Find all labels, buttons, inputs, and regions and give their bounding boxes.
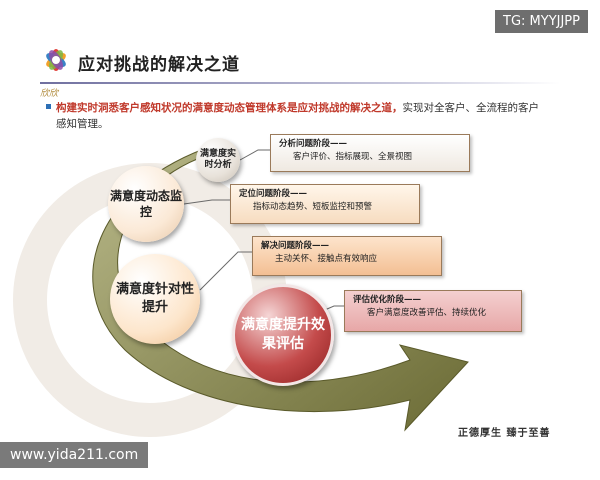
company-logo <box>46 49 66 71</box>
stage-box-title: 定位问题阶段—— <box>239 189 308 199</box>
title-divider <box>40 82 560 84</box>
connector-3 <box>199 251 252 291</box>
stage-box-title: 分析问题阶段—— <box>279 139 348 149</box>
bullet-icon <box>46 104 51 109</box>
stage-box-title: 评估优化阶段—— <box>353 295 422 305</box>
stage-box-title: 解决问题阶段—— <box>261 241 330 251</box>
connector-2 <box>183 199 230 205</box>
stage-box-desc: 客户满意度改善评估、持续优化 <box>367 308 487 318</box>
stage-box-solve: 解决问题阶段—— 主动关怀、接触点有效响应 <box>252 236 442 276</box>
stage-box-desc: 主动关怀、接触点有效响应 <box>275 254 378 264</box>
stage-circle-effect-evaluation: 满意度提升效果评估 <box>232 284 334 386</box>
stage-box-analyze: 分析问题阶段—— 客户评价、指标展现、全景视图 <box>270 134 470 172</box>
connector-1 <box>239 149 270 161</box>
stage-circle-targeted-improvement: 满意度针对性提升 <box>110 254 200 344</box>
calligraphy-motto: 正德厚生 臻于至善 <box>458 428 551 439</box>
bullet-highlight: 构建实时洞悉客户感知状况的满意度动态管理体系是应对挑战的解决之道， <box>56 102 403 114</box>
logo-text: 欣欣 <box>40 89 59 99</box>
watermark-url: www.yida211.com <box>0 442 149 468</box>
stage-circle-dynamic-monitoring: 满意度动态监控 <box>108 166 184 242</box>
stage-box-desc: 指标动态趋势、短板监控和预警 <box>253 202 373 212</box>
stage-box-evaluate: 评估优化阶段—— 客户满意度改善评估、持续优化 <box>344 290 522 332</box>
bullet-text: 构建实时洞悉客户感知状况的满意度动态管理体系是应对挑战的解决之道，实现对全客户、… <box>56 100 546 132</box>
bullet-rest: 实现对全客户、全流程的客户感知管理。 <box>56 102 539 130</box>
stage-box-desc: 客户评价、指标展现、全景视图 <box>293 152 413 162</box>
page-title: 应对挑战的解决之道 <box>78 55 240 75</box>
tg-label: TG: MYYJJPP <box>495 10 588 33</box>
stage-box-locate: 定位问题阶段—— 指标动态趋势、短板监控和预警 <box>230 184 420 224</box>
stage-circle-realtime-analysis: 满意度实时分析 <box>196 138 240 182</box>
